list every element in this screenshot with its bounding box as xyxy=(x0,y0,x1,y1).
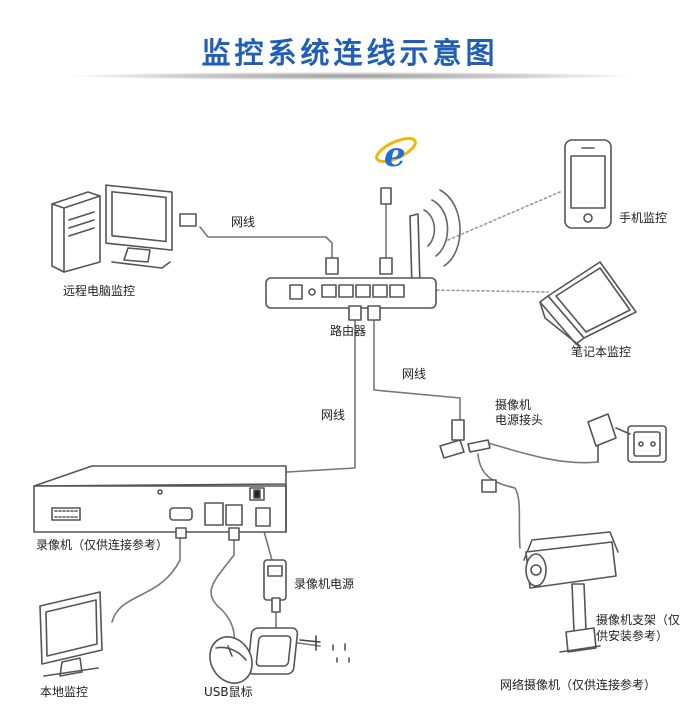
remote-pc-label: 远程电脑监控 xyxy=(63,284,136,298)
laptop xyxy=(539,261,637,347)
camera-power-label-line2: 电源接头 xyxy=(495,413,544,427)
nvr-dc-jack xyxy=(255,507,271,527)
internet-explorer-icon: e xyxy=(375,135,417,175)
cable-camera-power xyxy=(487,442,599,464)
svg-text:e: e xyxy=(384,135,406,175)
rj45-connector-icon xyxy=(380,187,392,205)
camera-mount-label-line1: 摄像机支架（仅 xyxy=(596,613,681,627)
cable-label-router-camera: 网线 xyxy=(402,367,427,381)
mobile-phone xyxy=(564,139,612,229)
cable-nvr-monitor xyxy=(111,527,181,623)
cable-router-nvr xyxy=(212,315,356,489)
page-title: 监控系统连线示意图 xyxy=(201,36,499,70)
nvr-recorder xyxy=(33,465,287,541)
camera-mount xyxy=(571,583,587,633)
ip-camera-label: 网络摄像机（仅供连接参考） xyxy=(500,678,657,692)
local-monitor xyxy=(39,591,103,677)
remote-pc xyxy=(51,184,197,273)
wireless-link-phone xyxy=(447,191,561,241)
pc-network-plug xyxy=(179,213,197,227)
local-monitor-label: 本地监控 xyxy=(40,685,89,699)
camera-power-connector xyxy=(439,419,497,493)
camera-power-label-line1: 摄像机 xyxy=(495,398,532,412)
usb-mouse-label: USB鼠标 xyxy=(204,685,253,699)
router-label: 路由器 xyxy=(330,324,367,338)
cable-nvr-adapter xyxy=(262,527,273,561)
laptop-base xyxy=(539,295,585,345)
nvr-usb-port xyxy=(225,504,243,526)
nvr-top xyxy=(33,465,287,487)
title-underline xyxy=(70,72,630,80)
router xyxy=(265,189,461,321)
cable-camera-pigtail xyxy=(477,453,521,549)
usb-mouse xyxy=(209,636,253,684)
wifi-waves-icon xyxy=(423,189,461,267)
camera-power-adapter xyxy=(587,413,667,463)
phone-label: 手机监控 xyxy=(619,211,668,225)
nvr-power-label: 录像机电源 xyxy=(294,577,355,591)
cable-nvr-mouse xyxy=(210,527,236,651)
nvr-lan-port xyxy=(204,502,224,526)
vga-port xyxy=(169,507,193,521)
mains-plug xyxy=(299,635,321,651)
nvr-label: 录像机（仅供连接参考） xyxy=(36,538,169,552)
cable-router-camera xyxy=(373,315,461,421)
cable-label-router-nvr: 网线 xyxy=(321,408,346,422)
camera-mount-label-line2: 供安装参考） xyxy=(596,629,669,643)
wall-socket xyxy=(246,627,350,675)
router-antenna xyxy=(409,213,421,289)
power-adapter xyxy=(263,559,287,613)
cable-label-pc-router: 网线 xyxy=(231,215,256,229)
ip-camera xyxy=(523,531,619,653)
wireless-link-laptop xyxy=(431,289,549,293)
cable-pc-router xyxy=(199,226,333,263)
laptop-label: 笔记本监控 xyxy=(571,345,632,359)
